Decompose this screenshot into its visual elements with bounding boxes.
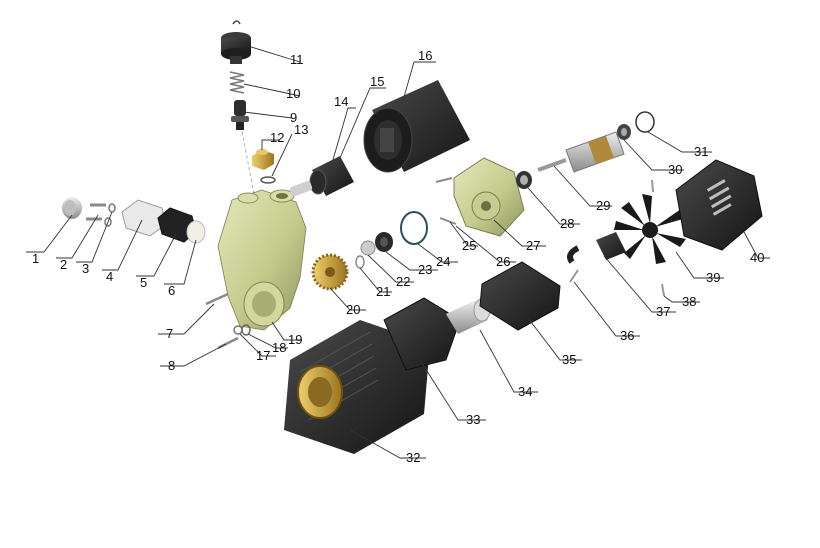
callout-32: 32 xyxy=(406,450,420,465)
part-22-washer xyxy=(360,240,376,256)
callout-34: 34 xyxy=(518,384,532,399)
part-10-spring xyxy=(229,71,245,94)
callout-4: 4 xyxy=(106,269,113,284)
callout-24: 24 xyxy=(436,254,450,269)
callout-20: 20 xyxy=(346,302,360,317)
assembly-axis xyxy=(239,119,256,201)
callout-31: 31 xyxy=(694,144,708,159)
callout-7: 7 xyxy=(166,326,173,341)
callout-26: 26 xyxy=(496,254,510,269)
callout-30: 30 xyxy=(668,162,682,177)
part-21-clip xyxy=(355,255,365,269)
callout-23: 23 xyxy=(418,262,432,277)
part-29-rotor xyxy=(537,131,625,173)
callout-10: 10 xyxy=(286,86,300,101)
part-25-screw-2 xyxy=(435,177,453,183)
callout-14: 14 xyxy=(334,94,348,109)
part-40-fan-cover xyxy=(675,159,763,251)
callout-1: 1 xyxy=(32,251,39,266)
part-9-valve xyxy=(231,100,249,130)
callout-15: 15 xyxy=(370,74,384,89)
part-23-seal xyxy=(375,232,393,252)
part-2-bolts xyxy=(86,203,106,221)
callout-2: 2 xyxy=(60,257,67,272)
part-11-switch-cap xyxy=(221,20,251,64)
part-19-pump-body xyxy=(217,189,307,331)
callout-18: 18 xyxy=(272,340,286,355)
part-20-impeller xyxy=(311,253,349,291)
callout-21: 21 xyxy=(376,284,390,299)
part-35-cover-plate xyxy=(479,261,561,331)
callout-33: 33 xyxy=(466,412,480,427)
part-7-screw xyxy=(205,292,229,306)
part-38-screw xyxy=(661,283,665,297)
callout-9: 9 xyxy=(290,110,297,125)
part-30-bearing xyxy=(617,124,631,140)
callout-29: 29 xyxy=(596,198,610,213)
callout-11: 11 xyxy=(290,52,304,67)
callout-36: 36 xyxy=(620,328,634,343)
part-3-washers xyxy=(104,203,116,227)
part-36-screw xyxy=(569,269,579,283)
callout-25: 25 xyxy=(462,238,476,253)
callout-16: 16 xyxy=(418,48,432,63)
callout-leaders xyxy=(26,45,770,459)
callout-12: 12 xyxy=(270,130,284,145)
callout-40: 40 xyxy=(750,250,764,265)
callout-27: 27 xyxy=(526,238,540,253)
part-37-cable-plug xyxy=(567,232,626,264)
part-25-screw xyxy=(439,217,457,225)
part-39-fan xyxy=(614,194,686,264)
callout-37: 37 xyxy=(656,304,670,319)
part-38-screw-2 xyxy=(651,179,654,193)
callout-5: 5 xyxy=(140,275,147,290)
part-1-cap xyxy=(62,197,82,219)
callout-8: 8 xyxy=(168,358,175,373)
parts-illustration xyxy=(62,20,763,454)
callout-38: 38 xyxy=(682,294,696,309)
callout-labels: 1 2 3 4 5 6 7 8 9 10 11 12 13 14 15 16 1… xyxy=(32,48,764,465)
callout-35: 35 xyxy=(562,352,576,367)
part-32-motor-body xyxy=(284,320,430,454)
callout-6: 6 xyxy=(168,283,175,298)
part-16-stator-housing xyxy=(363,80,470,173)
part-17-washer xyxy=(233,325,243,335)
callout-17: 17 xyxy=(256,348,270,363)
part-28-bearing xyxy=(516,171,532,189)
part-24-o-ring xyxy=(400,211,428,245)
callout-13: 13 xyxy=(294,122,308,137)
part-13-o-ring xyxy=(260,176,276,184)
part-33-terminal-box xyxy=(383,297,461,371)
part-18-o-ring xyxy=(241,324,251,336)
callout-28: 28 xyxy=(560,216,574,231)
callout-39: 39 xyxy=(706,270,720,285)
callout-3: 3 xyxy=(82,261,89,276)
part-6-filter xyxy=(186,220,206,244)
part-27-housing-cover xyxy=(453,157,525,237)
callout-19: 19 xyxy=(288,332,302,347)
callout-22: 22 xyxy=(396,274,410,289)
part-14-capacitor xyxy=(289,156,354,197)
part-31-o-ring xyxy=(635,111,655,133)
part-12-brass-fitting xyxy=(252,149,274,170)
